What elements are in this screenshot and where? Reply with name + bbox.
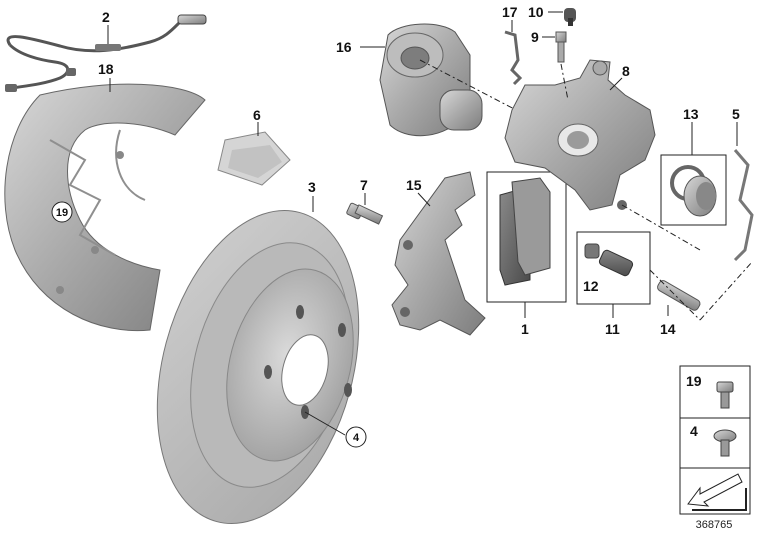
brake-pad-kit [486, 171, 567, 303]
callout-6: 6 [253, 107, 261, 123]
callout-12: 12 [583, 278, 599, 294]
bolt-19-icon [716, 381, 734, 409]
circled-4-label: 4 [353, 432, 360, 444]
circled-callout-19: 19 [51, 201, 73, 223]
caliper-carrier [391, 171, 486, 336]
callout-15: 15 [406, 177, 422, 193]
callout-5: 5 [732, 106, 740, 122]
legend-label-19: 19 [686, 373, 702, 389]
bolt-4-icon [713, 429, 737, 457]
bleeder-screw [555, 31, 567, 63]
guide-bolt-kit [576, 231, 651, 305]
legend-panel [679, 365, 751, 515]
retaining-spring [504, 30, 523, 86]
callout-17: 17 [502, 4, 518, 20]
piston-seal-kit [660, 154, 727, 226]
callout-8: 8 [622, 63, 630, 79]
arrow-icon [687, 473, 747, 511]
dust-shield [4, 83, 206, 332]
callout-16: 16 [336, 39, 352, 55]
callout-9: 9 [531, 29, 539, 45]
circled-callout-4: 4 [345, 426, 367, 448]
callout-7: 7 [360, 177, 368, 193]
callout-13: 13 [683, 106, 699, 122]
callout-3: 3 [308, 179, 316, 195]
callout-14: 14 [660, 321, 676, 337]
guide-pin [657, 280, 701, 311]
grease-packet [217, 131, 291, 186]
bolt [346, 202, 384, 225]
callout-11: 11 [605, 321, 620, 337]
brake-disc [156, 210, 360, 524]
wear-sensor-cable [5, 14, 207, 92]
circled-19-label: 19 [56, 207, 68, 219]
anti-rattle-spring [733, 149, 754, 262]
callout-18: 18 [98, 61, 114, 77]
caliper-housing [504, 59, 656, 211]
callout-1: 1 [521, 321, 529, 337]
callout-2: 2 [102, 9, 110, 25]
parking-brake-motor [379, 23, 483, 137]
callout-10: 10 [528, 4, 544, 20]
legend-label-4: 4 [690, 423, 698, 439]
bleeder-cap [564, 8, 576, 26]
image-number: 368765 [696, 519, 733, 531]
